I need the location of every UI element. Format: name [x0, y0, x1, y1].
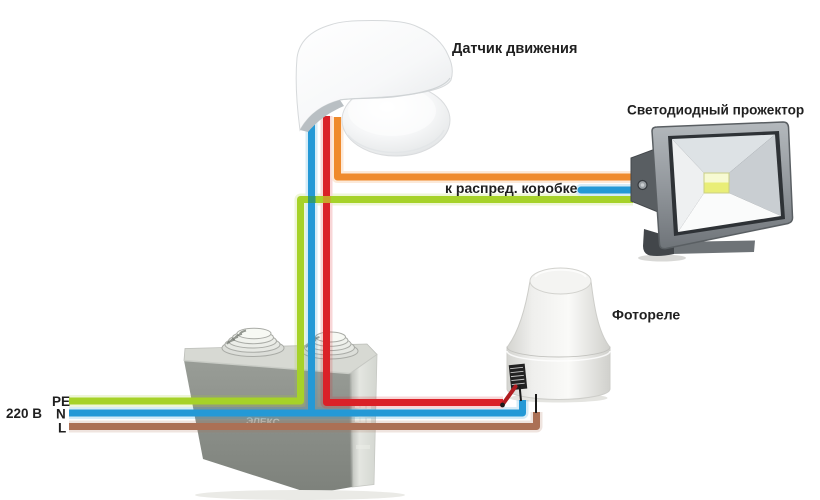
svg-text:Светодиодный прожектор: Светодиодный прожектор — [627, 103, 804, 118]
svg-text:к распред. коробке: к распред. коробке — [445, 180, 578, 196]
svg-text:Датчик движения: Датчик движения — [452, 41, 577, 57]
svg-text:N: N — [56, 407, 66, 422]
svg-text:Фотореле: Фотореле — [612, 307, 680, 323]
svg-text:PE: PE — [52, 394, 70, 409]
svg-text:220 В: 220 В — [6, 406, 42, 421]
svg-text:L: L — [58, 421, 66, 436]
